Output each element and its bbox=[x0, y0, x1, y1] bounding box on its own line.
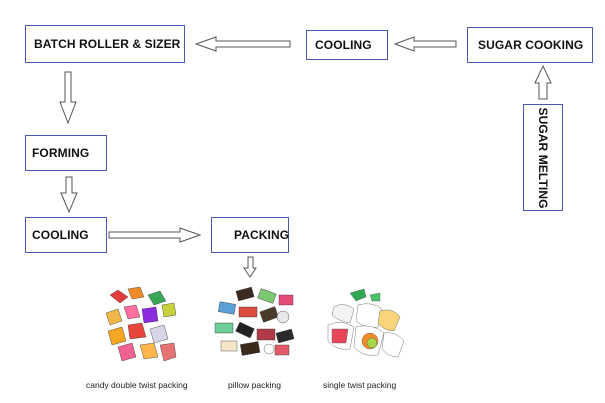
node-label: SUGAR COOKING bbox=[478, 38, 584, 52]
arrow-cooling-to-roller bbox=[194, 36, 291, 52]
arrow-cooling-to-packing bbox=[108, 227, 202, 243]
arrow-melting-to-cooking bbox=[534, 64, 552, 100]
caption-single-twist: single twist packing bbox=[323, 380, 397, 390]
node-sugar-melting: SUGAR MELTING bbox=[523, 104, 563, 211]
node-label: BATCH ROLLER & SIZER bbox=[34, 37, 181, 51]
caption-double-twist: candy double twist packing bbox=[86, 380, 188, 390]
node-forming: FORMING bbox=[25, 135, 107, 171]
node-batch-roller-sizer: BATCH ROLLER & SIZER bbox=[25, 25, 185, 63]
node-label: COOLING bbox=[32, 228, 89, 242]
node-packing: PACKING bbox=[211, 217, 289, 253]
node-label: PACKING bbox=[234, 228, 290, 242]
node-label: FORMING bbox=[32, 146, 90, 160]
node-sugar-cooking: SUGAR COOKING bbox=[467, 27, 593, 63]
double-twist-candy-image bbox=[100, 285, 182, 371]
single-twist-candy-image bbox=[320, 287, 408, 365]
arrow-roller-to-forming bbox=[59, 71, 77, 125]
arrow-cooking-to-cooling bbox=[393, 36, 457, 52]
node-label: COOLING bbox=[315, 38, 372, 52]
arrow-forming-to-cooling bbox=[60, 176, 78, 214]
pillow-pack-candy-image bbox=[209, 285, 299, 365]
caption-pillow: pillow packing bbox=[228, 380, 281, 390]
node-cooling-bottom: COOLING bbox=[25, 217, 107, 253]
node-cooling-top: COOLING bbox=[306, 30, 388, 60]
arrow-packing-to-products bbox=[243, 256, 257, 278]
